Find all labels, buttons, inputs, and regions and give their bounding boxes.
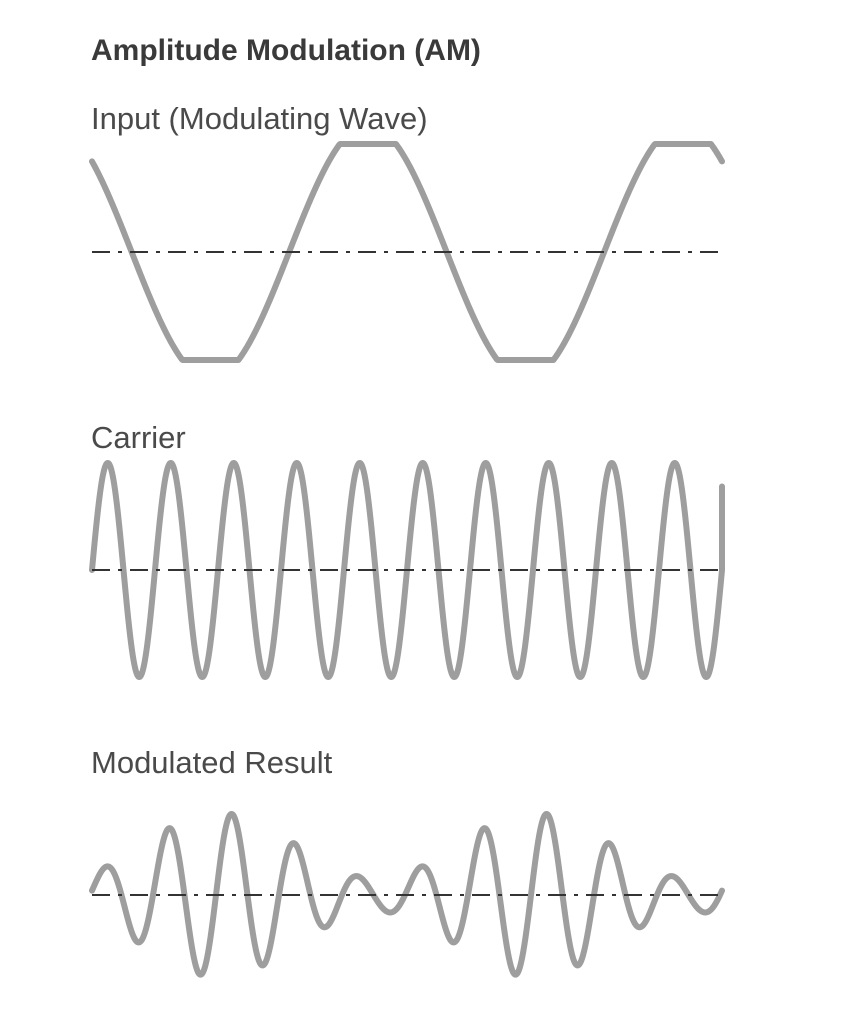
carrier-wave <box>89 460 725 680</box>
diagram-title: Amplitude Modulation (AM) <box>91 34 481 67</box>
modulated-result-label: Modulated Result <box>91 745 333 780</box>
modulated-result-wave <box>89 810 725 978</box>
carrier-wave-label: Carrier <box>91 420 186 455</box>
input-modulating-wave <box>89 141 725 363</box>
input-wave-label: Input (Modulating Wave) <box>91 101 428 136</box>
